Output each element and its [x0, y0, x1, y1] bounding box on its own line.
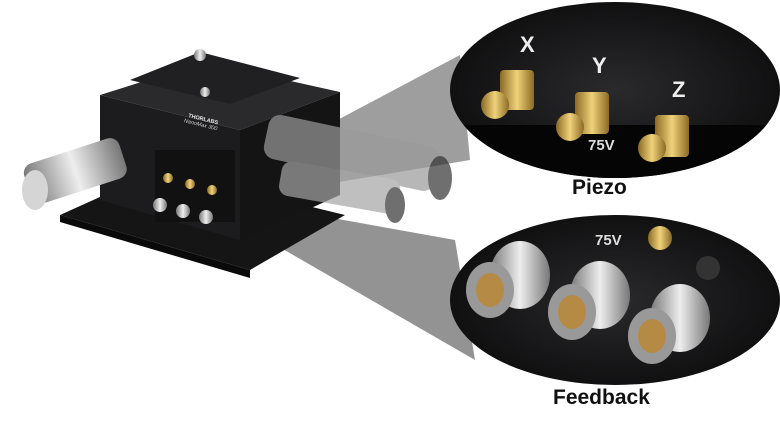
top-screw — [194, 49, 206, 61]
feedback-label: Feedback — [553, 386, 650, 409]
lemo-connector-1 — [466, 241, 550, 318]
piezo-label: Piezo — [572, 176, 627, 199]
lemo-connector-3 — [628, 284, 710, 364]
piezo-axis-z: Z — [672, 77, 685, 102]
piezo-axis-x: X — [520, 32, 535, 57]
piezo-voltage-label: 75V — [588, 137, 615, 154]
micrometer-left — [22, 138, 127, 210]
device-connector-panel — [153, 150, 235, 224]
micrometer-right — [263, 114, 452, 223]
lemo-connector-2 — [548, 261, 630, 340]
top-platform — [130, 52, 300, 104]
piezo-axis-y: Y — [592, 53, 607, 78]
feedback-voltage-label: 75V — [595, 232, 622, 249]
piezo-callout-magnified: X Y Z 75V — [450, 2, 780, 178]
feedback-callout-magnified: 75V — [450, 215, 780, 385]
sma-connector-x — [500, 70, 534, 110]
